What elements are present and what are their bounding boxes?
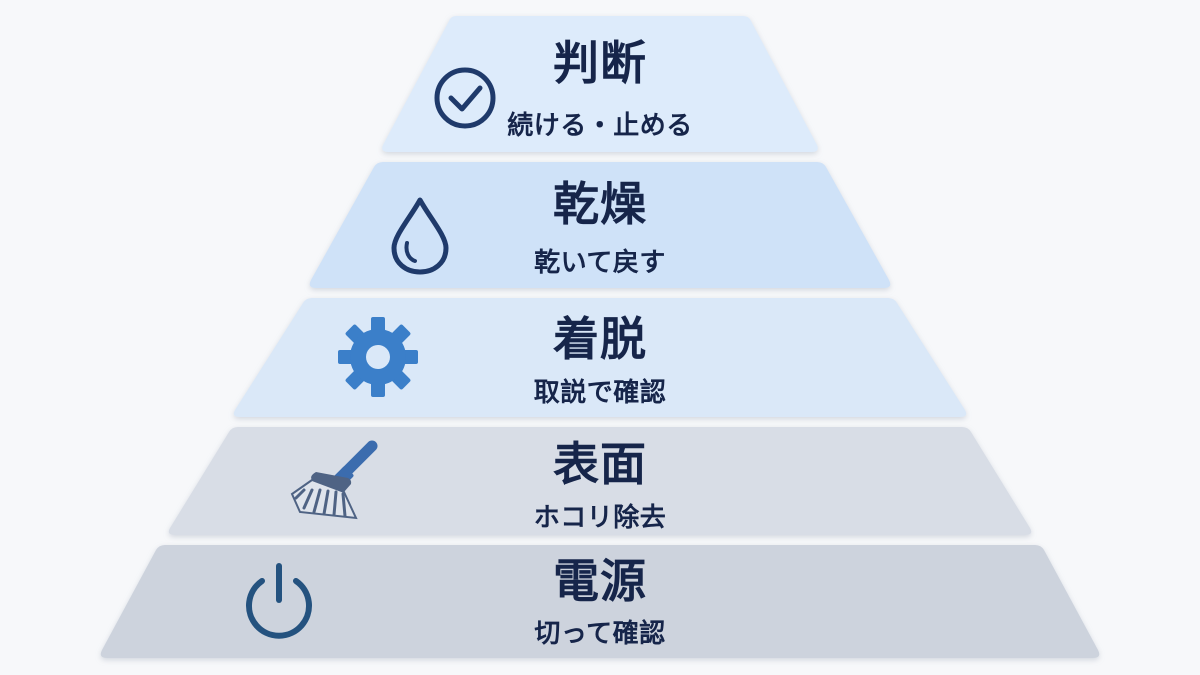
tier-1-judgment (382, 16, 818, 152)
gear-icon (338, 317, 418, 397)
tier-3-attach-detach (233, 298, 967, 417)
tier-3-band (233, 298, 967, 417)
tier-2-drying (309, 162, 891, 288)
tier-4-band (168, 427, 1032, 535)
water-drop-icon (391, 197, 449, 275)
check-circle-icon (434, 67, 496, 129)
tier-5-band (100, 545, 1100, 658)
brush-icon (290, 440, 378, 520)
tier-1-band (382, 16, 818, 152)
tier-4-surface (168, 427, 1032, 535)
tier-2-band (309, 162, 891, 288)
power-icon (246, 563, 312, 639)
tier-5-power (100, 545, 1100, 658)
